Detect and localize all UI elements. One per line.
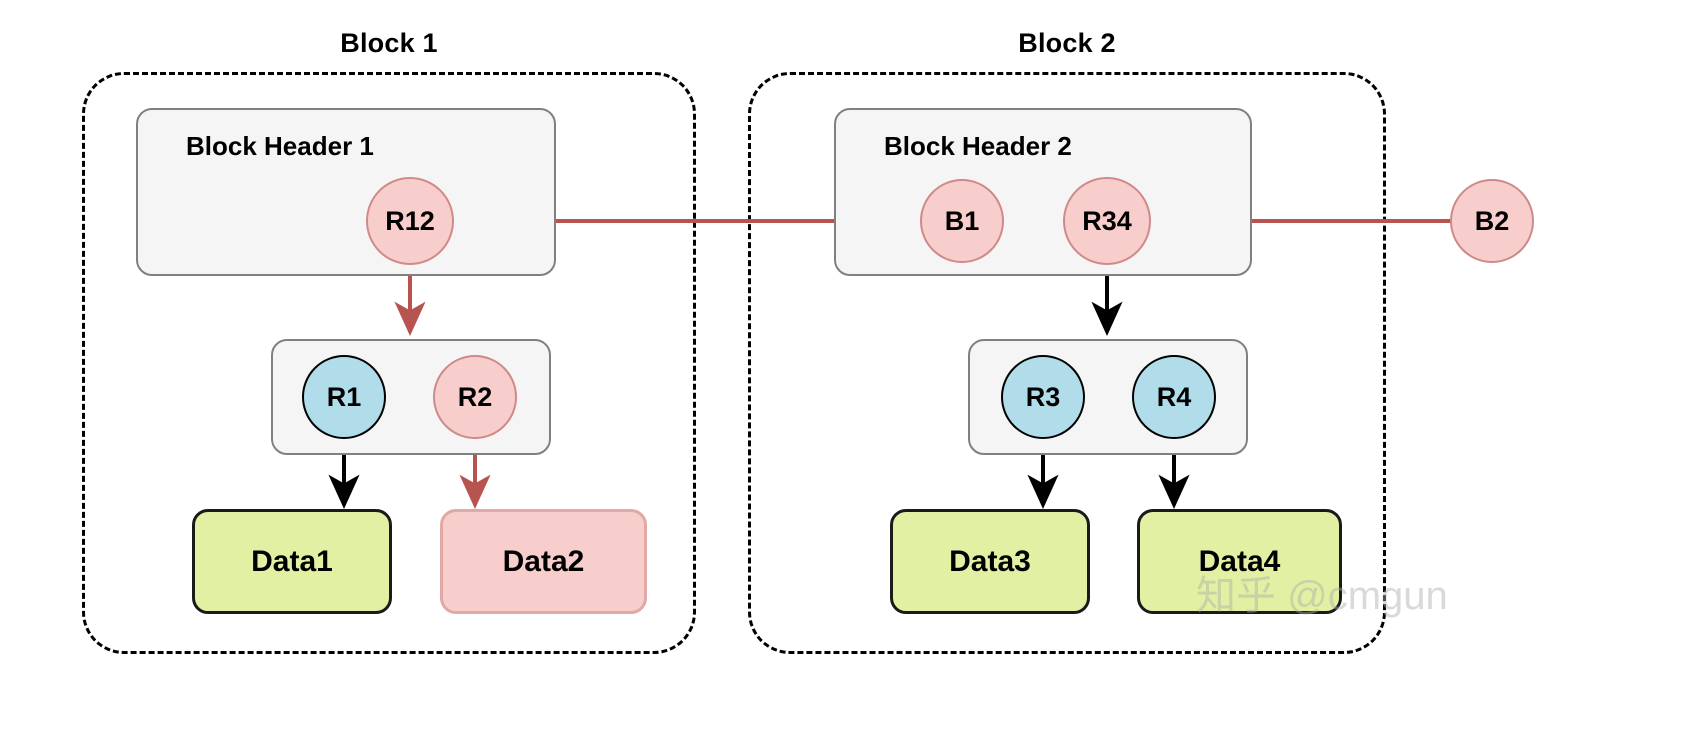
data-box-data4[interactable]: Data4 xyxy=(1137,509,1342,614)
node-r3[interactable]: R3 xyxy=(1001,355,1085,439)
node-b1-label: B1 xyxy=(944,205,980,236)
block-header-box-2 xyxy=(834,108,1252,276)
data-box-data3-label: Data3 xyxy=(949,544,1031,578)
block-header-label-1: Block Header 1 xyxy=(186,131,374,161)
node-r1-label: R1 xyxy=(326,381,362,412)
node-b1[interactable]: B1 xyxy=(920,179,1004,263)
node-r4-label: R4 xyxy=(1156,381,1192,412)
block-title-2: Block 2 xyxy=(1018,28,1116,58)
node-b2-label: B2 xyxy=(1474,205,1510,236)
block-header-label-2: Block Header 2 xyxy=(884,131,1072,161)
block-boundary-2 xyxy=(748,72,1386,654)
node-r34-label: R34 xyxy=(1082,205,1132,236)
node-r2-label: R2 xyxy=(457,381,493,412)
node-r2[interactable]: R2 xyxy=(433,355,517,439)
node-r1[interactable]: R1 xyxy=(302,355,386,439)
data-box-data1-label: Data1 xyxy=(251,544,333,578)
node-r34[interactable]: R34 xyxy=(1063,177,1151,265)
data-box-data4-label: Data4 xyxy=(1198,544,1281,578)
data-box-data2[interactable]: Data2 xyxy=(440,509,647,614)
data-box-data3[interactable]: Data3 xyxy=(890,509,1090,614)
node-b2[interactable]: B2 xyxy=(1450,179,1534,263)
block-boundary-1 xyxy=(82,72,696,654)
node-r12-label: R12 xyxy=(385,205,435,236)
block-title-1: Block 1 xyxy=(340,28,438,58)
node-r4[interactable]: R4 xyxy=(1132,355,1216,439)
data-box-data1[interactable]: Data1 xyxy=(192,509,392,614)
block-header-box-1 xyxy=(136,108,556,276)
node-r3-label: R3 xyxy=(1025,381,1061,412)
node-r12[interactable]: R12 xyxy=(366,177,454,265)
data-box-data2-label: Data2 xyxy=(502,544,585,578)
